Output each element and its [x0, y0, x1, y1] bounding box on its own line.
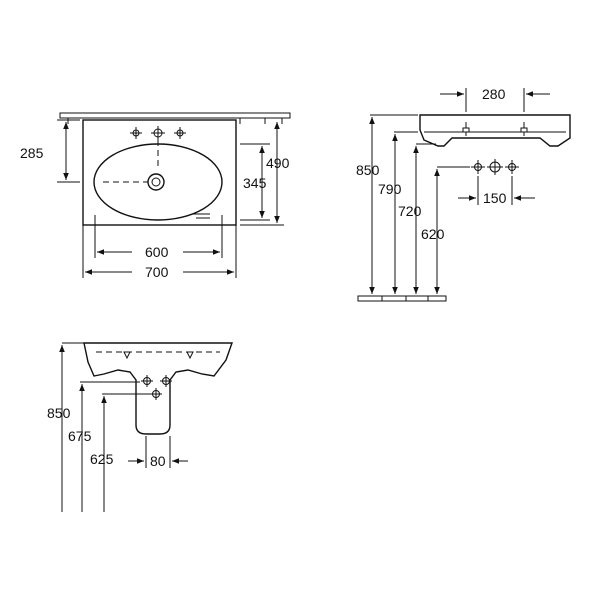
front-mount-left-icon — [123, 351, 131, 360]
top-view-wall-ticks — [67, 118, 283, 124]
side-floor — [357, 295, 447, 302]
dim-850-side-label: 850 — [356, 162, 380, 178]
dim-790-side-label: 790 — [378, 181, 402, 197]
dim-285 — [57, 119, 80, 183]
dim-345-label: 345 — [243, 175, 267, 191]
side-floor-ticks — [381, 296, 429, 301]
dim-150 — [458, 176, 535, 205]
dim-700 — [82, 225, 237, 278]
dim-675-front-label: 675 — [68, 428, 92, 444]
front-hole-right-icon — [160, 375, 172, 387]
dim-80-label: 80 — [150, 453, 166, 469]
side-view: 280 — [356, 86, 571, 302]
fixing-hole-right-icon — [505, 160, 519, 174]
front-hole-bottom-icon — [150, 388, 162, 400]
dim-850-front-label: 850 — [47, 405, 71, 421]
drain-inner-icon — [151, 177, 161, 187]
dim-280-label: 280 — [482, 86, 506, 102]
front-view: 850 675 625 80 — [47, 342, 233, 512]
tap-hole-right-icon — [174, 127, 186, 139]
dim-150-label: 150 — [483, 190, 507, 206]
top-view: 285 345 490 600 700 — [20, 112, 291, 280]
tap-holes — [130, 126, 186, 140]
side-hole-left-mark — [462, 127, 470, 133]
dim-285-label: 285 — [20, 145, 44, 161]
basin-outline — [82, 119, 237, 226]
fixing-hole-center-icon — [487, 159, 503, 175]
dim-490 — [240, 122, 284, 226]
dim-720-side-label: 720 — [398, 203, 422, 219]
tap-hole-center-icon — [151, 126, 165, 140]
dim-345 — [240, 143, 270, 221]
top-view-wall-edge — [59, 112, 291, 119]
dim-490-label: 490 — [266, 155, 290, 171]
front-mount-right-icon — [186, 351, 194, 360]
drain-outer-icon — [147, 173, 165, 191]
tap-hole-left-icon — [130, 127, 142, 139]
fixing-hole-left-icon — [471, 160, 485, 174]
dim-600 — [94, 215, 223, 258]
dim-280 — [440, 88, 550, 112]
fixing-holes — [471, 159, 519, 175]
dim-80 — [128, 436, 188, 468]
dim-625-front-label: 625 — [90, 451, 114, 467]
dim-700-label: 700 — [145, 264, 169, 280]
side-basin-profile — [419, 114, 571, 147]
dim-620-side-label: 620 — [421, 226, 445, 242]
front-basin-profile — [83, 342, 233, 435]
side-hole-right-mark — [520, 127, 528, 133]
front-hole-left-icon — [141, 375, 153, 387]
dim-600-label: 600 — [145, 244, 169, 260]
